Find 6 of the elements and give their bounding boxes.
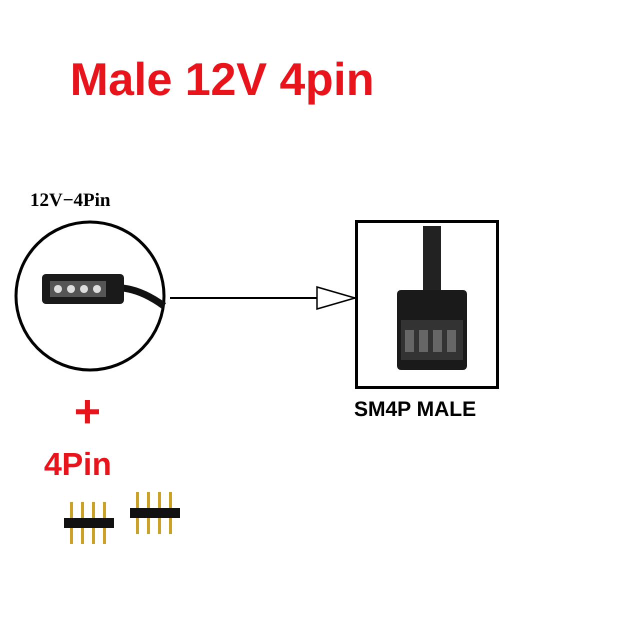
pin-header-label: 4Pin <box>44 448 112 480</box>
plus-sign: + <box>74 388 101 434</box>
connector-heading: 12V−4Pin <box>30 190 110 212</box>
title: Male 12V 4pin <box>70 52 374 106</box>
connector-caption: SM4P MALE <box>354 398 476 422</box>
arrow <box>170 286 356 310</box>
